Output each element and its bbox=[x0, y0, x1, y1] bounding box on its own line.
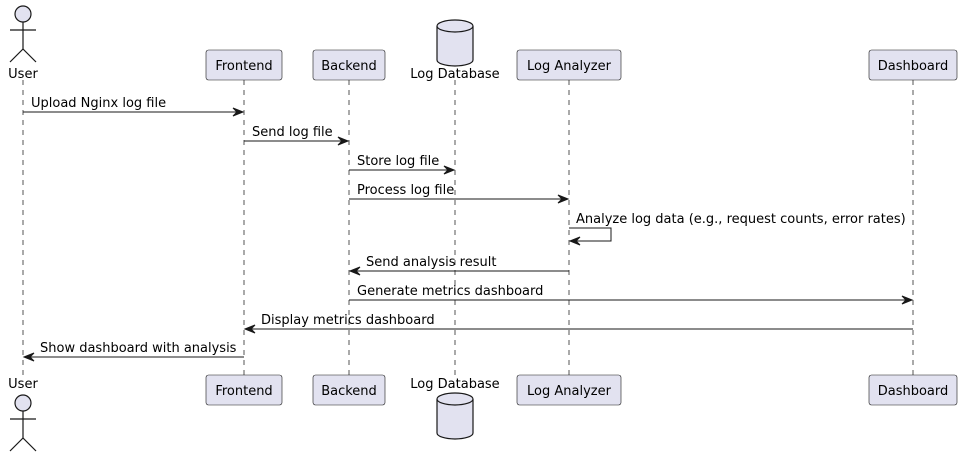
message-label: Generate metrics dashboard bbox=[357, 284, 543, 299]
participant-label: Log Analyzer bbox=[527, 384, 612, 399]
participant-box: Log Analyzer bbox=[516, 49, 622, 81]
message-analyze-log-data-e-g-request-counts-erro: Analyze log data (e.g., request counts, … bbox=[568, 212, 906, 246]
message-generate-metrics-dashboard: Generate metrics dashboard bbox=[349, 284, 914, 305]
participant-box: Backend bbox=[312, 374, 386, 406]
message-upload-nginx-log-file: Upload Nginx log file bbox=[23, 96, 245, 117]
arrow-head bbox=[557, 194, 570, 204]
participant-box: Log Analyzer bbox=[516, 374, 622, 406]
participant-label: Backend bbox=[321, 384, 377, 399]
participant-label: Frontend bbox=[215, 59, 272, 74]
participants-bottom: User Frontend Backend Log Database Log Analy… bbox=[8, 374, 958, 452]
participant-logdb-bottom: Log Database bbox=[410, 377, 500, 440]
participant-frontend-top: Frontend bbox=[205, 49, 283, 81]
participant-label: Dashboard bbox=[878, 384, 949, 399]
participant-frontend-bottom: Frontend bbox=[205, 374, 283, 406]
message-send-log-file: Send log file bbox=[244, 125, 350, 146]
self-arrow bbox=[569, 227, 612, 242]
arrow-head bbox=[22, 352, 35, 362]
participant-box: Frontend bbox=[205, 49, 283, 81]
participant-label: User bbox=[8, 67, 38, 82]
participant-user-bottom: User bbox=[8, 377, 38, 452]
arrow-head bbox=[348, 266, 361, 276]
message-show-dashboard-with-analysis: Show dashboard with analysis bbox=[22, 341, 244, 362]
participant-backend-bottom: Backend bbox=[312, 374, 386, 406]
participant-label: Log Analyzer bbox=[527, 59, 612, 74]
message-process-log-file: Process log file bbox=[349, 183, 570, 204]
message-send-analysis-result: Send analysis result bbox=[348, 255, 569, 276]
message-label: Send log file bbox=[252, 125, 333, 140]
participant-box: Dashboard bbox=[868, 374, 958, 406]
participant-label: User bbox=[8, 377, 38, 392]
participant-label: Frontend bbox=[215, 384, 272, 399]
participant-dashboard-top: Dashboard bbox=[868, 49, 958, 81]
message-label: Store log file bbox=[357, 154, 439, 169]
message-display-metrics-dashboard: Display metrics dashboard bbox=[243, 313, 913, 334]
message-label: Display metrics dashboard bbox=[261, 313, 435, 328]
participant-backend-top: Backend bbox=[312, 49, 386, 81]
participant-dashboard-bottom: Dashboard bbox=[868, 374, 958, 406]
participant-analyzer-top: Log Analyzer bbox=[516, 49, 622, 81]
lifelines bbox=[22, 80, 914, 375]
arrow-head bbox=[232, 107, 245, 117]
message-store-log-file: Store log file bbox=[349, 154, 456, 175]
database-icon bbox=[436, 19, 474, 67]
arrow-head bbox=[568, 236, 581, 246]
arrow-head bbox=[901, 295, 914, 305]
arrow-head bbox=[243, 324, 256, 334]
message-label: Process log file bbox=[357, 183, 454, 198]
participant-user-top: User bbox=[8, 5, 38, 82]
participant-label: Backend bbox=[321, 59, 377, 74]
actor-icon bbox=[9, 5, 37, 63]
participant-label: Dashboard bbox=[878, 59, 949, 74]
actor-icon bbox=[9, 394, 37, 452]
message-label: Send analysis result bbox=[366, 255, 496, 270]
participant-analyzer-bottom: Log Analyzer bbox=[516, 374, 622, 406]
participant-logdb-top: Log Database bbox=[410, 19, 500, 82]
participant-box: Dashboard bbox=[868, 49, 958, 81]
message-label: Analyze log data (e.g., request counts, … bbox=[576, 212, 906, 227]
participant-label: Log Database bbox=[410, 67, 499, 82]
arrow-head bbox=[443, 165, 456, 175]
arrow-head bbox=[337, 136, 350, 146]
participant-label: Log Database bbox=[410, 377, 499, 392]
database-icon bbox=[436, 392, 474, 440]
participant-box: Backend bbox=[312, 49, 386, 81]
message-label: Show dashboard with analysis bbox=[40, 341, 237, 356]
message-label: Upload Nginx log file bbox=[31, 96, 166, 111]
participant-box: Frontend bbox=[205, 374, 283, 406]
